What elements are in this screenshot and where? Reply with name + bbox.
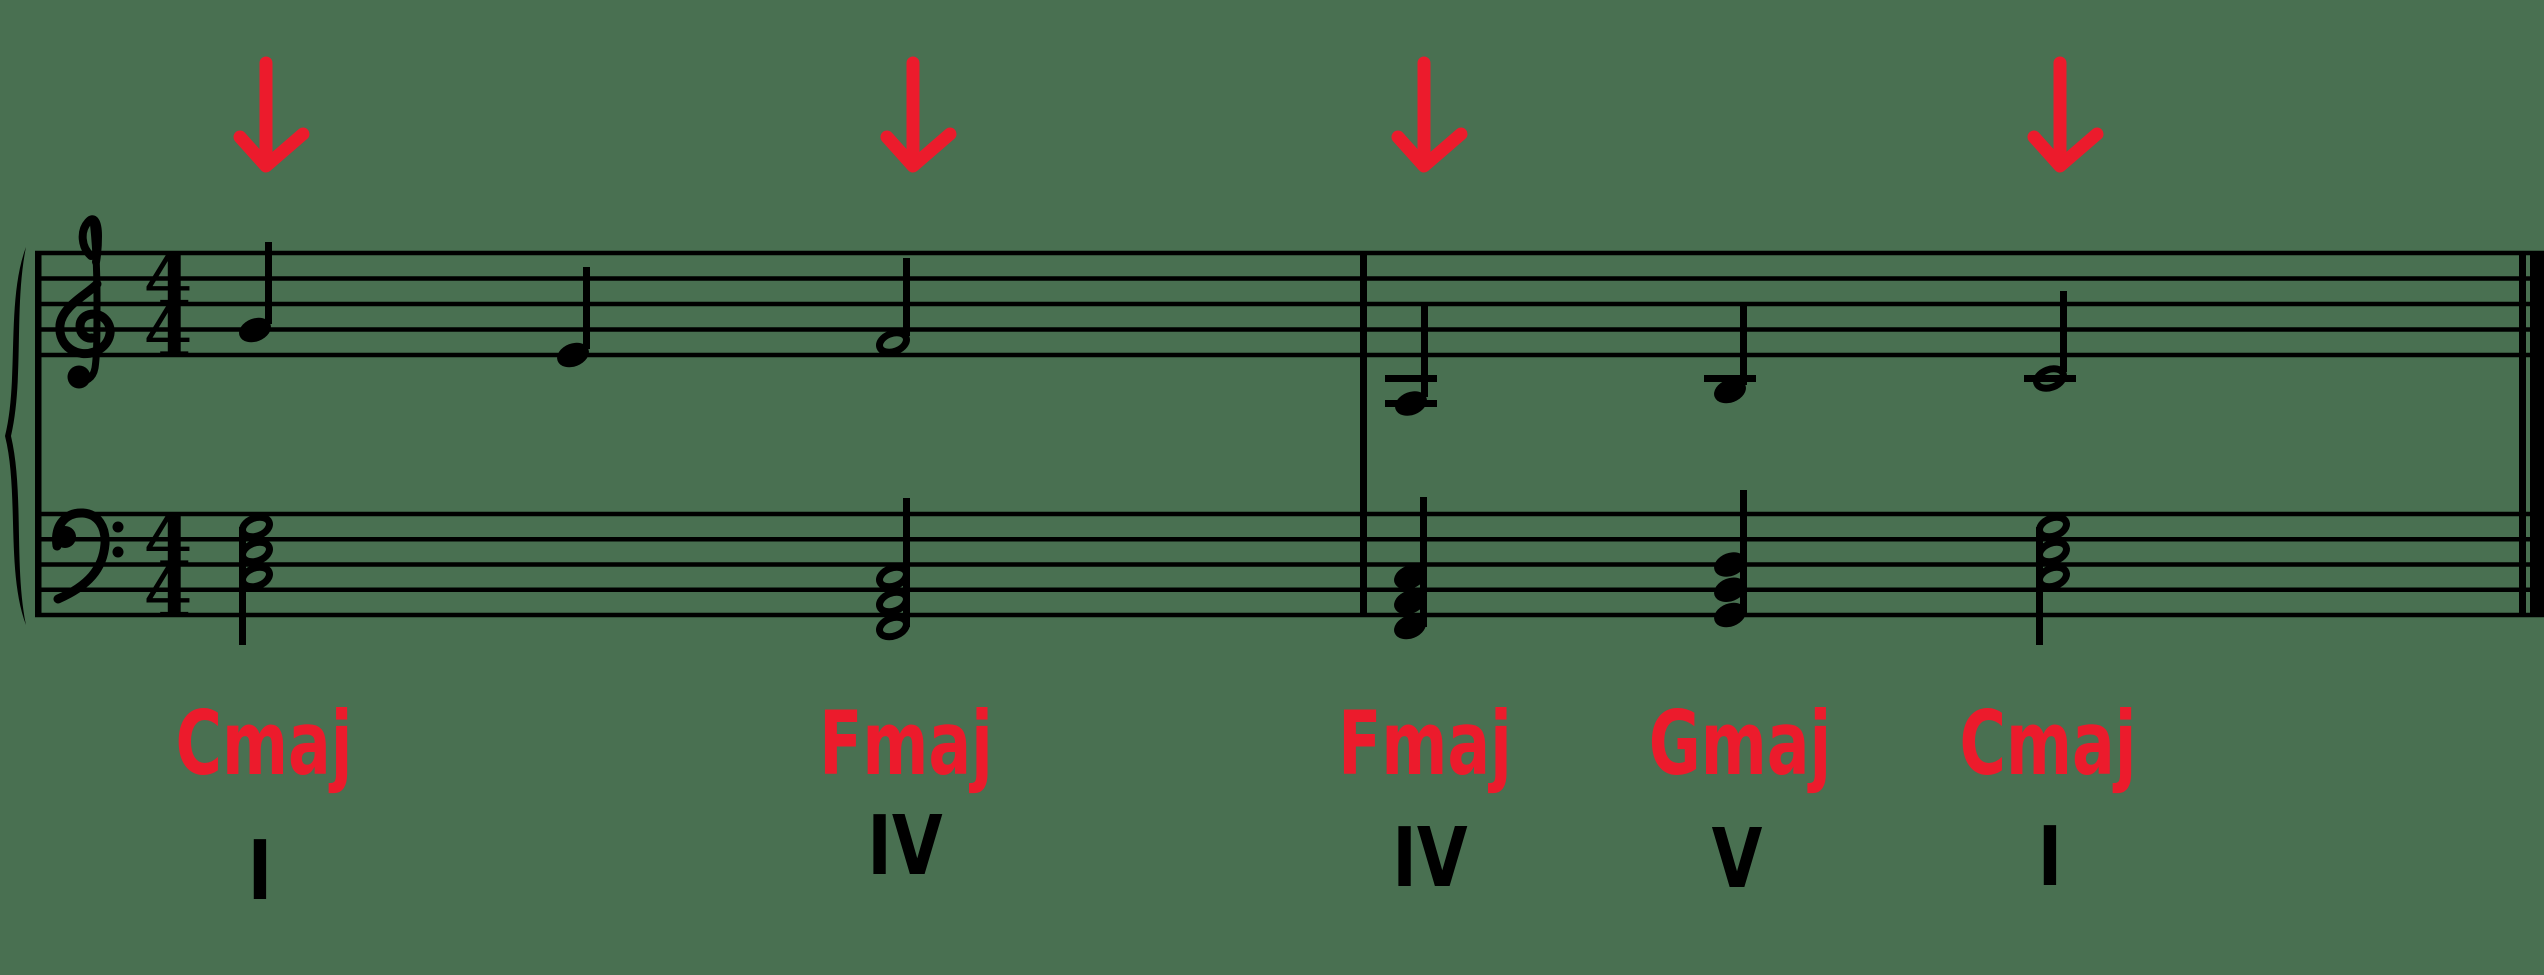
down-arrow-icon bbox=[1391, 56, 1468, 173]
note-e4-quarter bbox=[557, 267, 590, 368]
note-g4-quarter bbox=[239, 242, 272, 343]
roman-numeral-i-1: I bbox=[247, 824, 273, 919]
bass-chords bbox=[239, 490, 2070, 645]
chord-cmaj-half bbox=[239, 513, 273, 645]
final-barline-thick bbox=[2530, 253, 2544, 615]
brace-icon bbox=[5, 247, 26, 625]
roman-numeral-iv-2: IV bbox=[1392, 811, 1468, 906]
measure-barline bbox=[1360, 253, 1367, 615]
timesig-numerator: 4 bbox=[144, 499, 193, 582]
note-a3-quarter bbox=[1385, 305, 1437, 416]
roman-numeral-i-2: I bbox=[2037, 810, 2063, 905]
treble-staff bbox=[35, 250, 2544, 358]
note-c4-half bbox=[2024, 291, 2076, 392]
time-signature-bass: 4 4 bbox=[144, 499, 193, 634]
chord-gmaj-quarter bbox=[1714, 490, 1747, 628]
down-arrows bbox=[233, 56, 2104, 173]
chord-fmaj-half bbox=[876, 498, 910, 641]
chord-cmaj-half-final bbox=[2036, 513, 2070, 645]
system-barline bbox=[35, 253, 42, 615]
time-signature-treble: 4 4 bbox=[144, 238, 193, 373]
bass-staff bbox=[35, 511, 2544, 618]
bass-clef-icon bbox=[52, 508, 124, 604]
down-arrow-icon bbox=[233, 56, 310, 173]
note-f4-half bbox=[876, 258, 910, 356]
timesig-denominator: 4 bbox=[144, 550, 193, 633]
barlines bbox=[35, 253, 2544, 615]
timesig-numerator: 4 bbox=[144, 238, 193, 321]
melody-notes bbox=[239, 242, 2076, 416]
chord-label-cmaj-1: Cmaj bbox=[175, 692, 353, 795]
final-barline-thin bbox=[2519, 253, 2526, 615]
chord-label-fmaj-1: Fmaj bbox=[819, 692, 993, 795]
chord-fmaj-quarter bbox=[1394, 497, 1427, 640]
note-b3-quarter bbox=[1704, 305, 1756, 404]
chord-label-fmaj-2: Fmaj bbox=[1338, 692, 1512, 795]
timesig-denominator: 4 bbox=[144, 290, 193, 373]
chord-label-gmaj: Gmaj bbox=[1648, 692, 1832, 795]
down-arrow-icon bbox=[880, 56, 957, 173]
chord-label-cmaj-2: Cmaj bbox=[1959, 692, 2137, 795]
down-arrow-icon bbox=[2027, 56, 2104, 173]
roman-numeral-v: V bbox=[1711, 812, 1763, 907]
treble-clef-icon bbox=[55, 215, 115, 389]
roman-numeral-iv-1: IV bbox=[867, 799, 943, 894]
